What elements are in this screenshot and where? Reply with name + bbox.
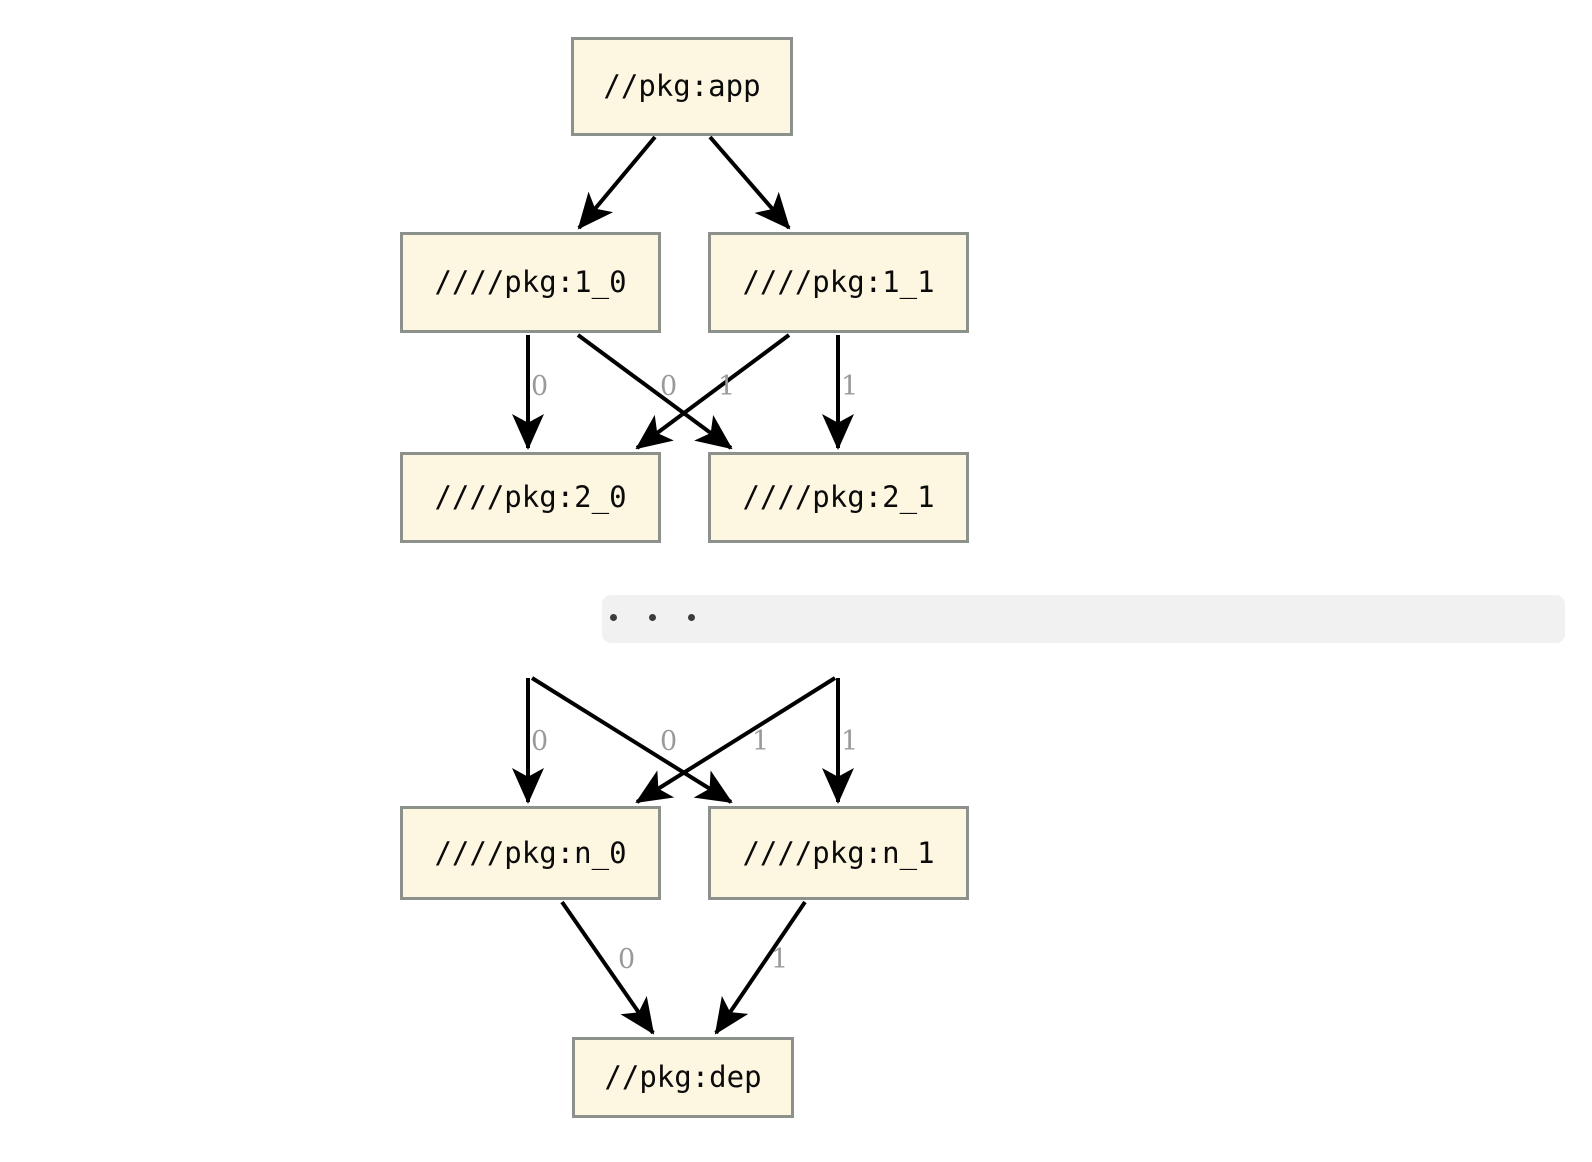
edge-label: 1 xyxy=(841,371,859,402)
node-label: ////pkg:2_0 xyxy=(434,480,627,514)
edge-arrow xyxy=(530,676,733,804)
edge-label: 0 xyxy=(531,726,549,757)
edge-label: 0 xyxy=(660,726,678,757)
edge-label: 1 xyxy=(771,944,789,975)
node-pkg-app[interactable]: //pkg:app xyxy=(571,37,793,136)
edge-arrow xyxy=(708,135,791,230)
node-pkg-dep[interactable]: //pkg:dep xyxy=(572,1037,794,1118)
node-label: ////pkg:n_0 xyxy=(434,835,627,870)
edge-label: 0 xyxy=(660,371,678,402)
ellipsis-dot xyxy=(688,614,695,621)
node-label: //pkg:dep xyxy=(604,1060,762,1094)
node-pkg-2-0[interactable]: ////pkg:2_0 xyxy=(400,452,661,543)
node-pkg-n-0[interactable]: ////pkg:n_0 xyxy=(400,806,661,900)
node-label: ////pkg:n_1 xyxy=(742,835,935,870)
edge-arrow xyxy=(635,333,791,450)
node-pkg-1-0[interactable]: ////pkg:1_0 xyxy=(400,232,661,333)
ellipsis-dot xyxy=(610,614,617,621)
edge-label: 1 xyxy=(718,371,736,402)
edge-arrow xyxy=(560,900,655,1035)
ellipsis-band xyxy=(602,595,1565,643)
node-label: ////pkg:1_0 xyxy=(434,265,627,299)
edge-label: 0 xyxy=(618,944,636,975)
node-pkg-2-1[interactable]: ////pkg:2_1 xyxy=(708,452,969,543)
node-pkg-1-1[interactable]: ////pkg:1_1 xyxy=(708,232,969,333)
edge-arrow xyxy=(576,333,733,450)
ellipsis-dots-icon xyxy=(610,614,695,621)
node-label: //pkg:app xyxy=(603,69,761,103)
edge-arrow xyxy=(714,900,807,1035)
edge-label: 1 xyxy=(752,726,770,757)
node-label: ////pkg:2_1 xyxy=(742,480,935,514)
node-label: ////pkg:1_1 xyxy=(742,265,935,299)
edge-lines xyxy=(512,135,854,1035)
edge-arrow xyxy=(635,676,837,804)
edge-arrow xyxy=(577,135,657,230)
node-pkg-n-1[interactable]: ////pkg:n_1 xyxy=(708,806,969,900)
edge-label: 0 xyxy=(531,371,549,402)
edge-label: 1 xyxy=(841,726,859,757)
ellipsis-dot xyxy=(649,614,656,621)
